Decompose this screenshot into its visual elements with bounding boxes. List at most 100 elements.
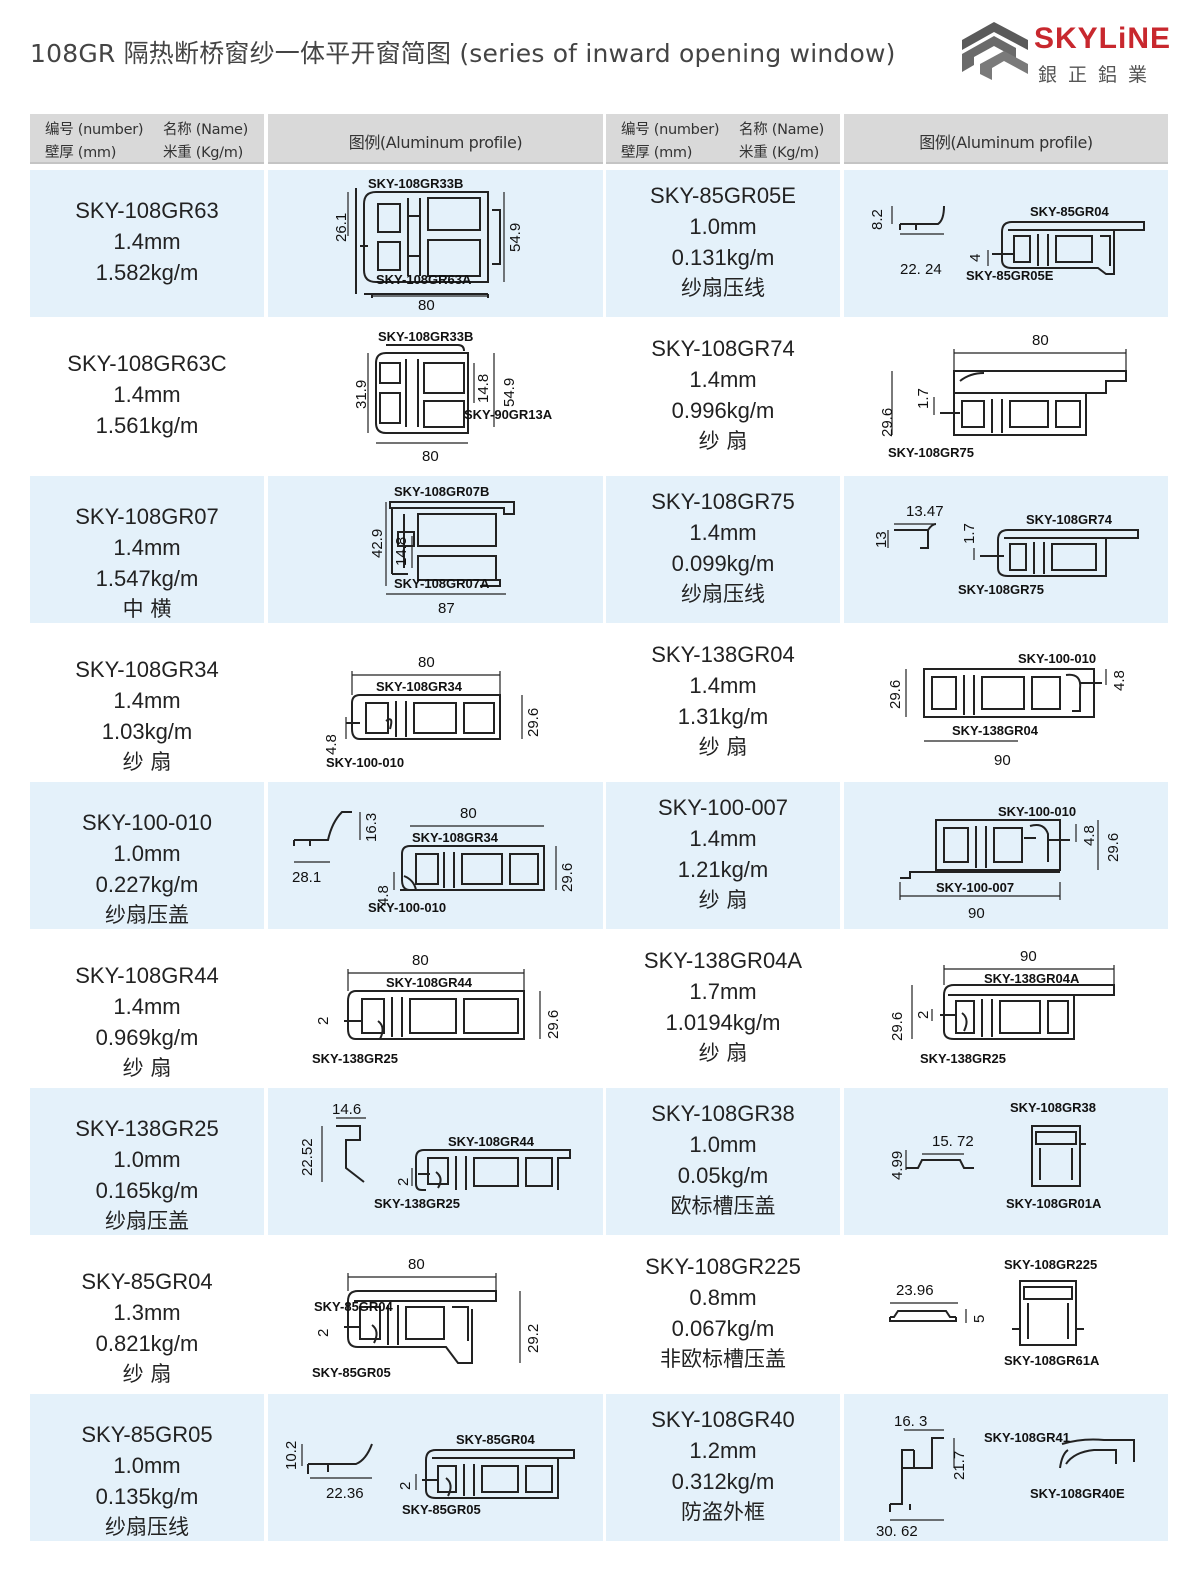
table-row: SKY-138GR25 1.0mm 0.165kg/m 纱扇压盖 14.6 [30,1088,603,1235]
dimension-label: 2 [395,1178,412,1186]
table-header-info: 编号 (number) 壁厚 (mm) 名称 (Name) 米重 (Kg/m) [606,114,840,164]
profile-label: SKY-108GR41 [984,1430,1070,1445]
profile-info: SKY-138GR04A 1.7mm 1.0194kg/m 纱 扇 [606,935,840,1082]
dimension-label: 29.6 [887,680,904,709]
profile-info: SKY-108GR40 1.2mm 0.312kg/m 防盗外框 [606,1394,840,1541]
profile-figure: SKY-108GR07B SKY-108GR07A 42.9 14.8 87 [268,476,603,623]
table-header-figure: 图例(Aluminum profile) [268,114,603,164]
profile-code: SKY-85GR04 [81,1269,213,1294]
profile-thickness: 1.4mm [113,994,181,1019]
profile-label: SKY-108GR44 [448,1134,535,1149]
dimension-label: 4.8 [375,885,392,906]
profile-info: SKY-108GR07 1.4mm 1.547kg/m 中 横 [30,476,264,623]
profile-drawing: 16. 3 SKY-108GR41 21.7 SKY-108GR40E 30. … [876,1413,1135,1540]
header-thickness: 壁厚 (mm) [45,145,117,161]
profile-figure: 90 SKY-138GR04A 29.6 2 SKY-138GR25 [844,935,1168,1082]
profile-thickness: 1.3mm [113,1300,181,1325]
dimension-label: 80 [418,654,435,671]
profile-name: 纱 扇 [698,1041,748,1065]
profile-info: SKY-108GR75 1.4mm 0.099kg/m 纱扇压线 [606,476,840,623]
profile-drawing: 80 SKY-108GR44 2 29.6 SKY-138GR25 [312,952,562,1066]
profile-label: SKY-108GR40E [1030,1486,1125,1501]
profile-label: SKY-108GR07A [394,576,490,591]
dimension-label: 14.8 [475,374,492,403]
dimension-label: 16.3 [363,813,380,842]
profile-name: 纱 扇 [698,429,748,453]
profile-code: SKY-108GR44 [75,963,219,988]
table-row: SKY-108GR225 0.8mm 0.067kg/m 非欧标槽压盖 SKY-… [606,1241,1168,1388]
table-row: SKY-108GR74 1.4mm 0.996kg/m 纱 扇 80 1.7 [606,323,1168,470]
profile-drawing: 13.47 13 SKY-108GR74 1.7 SKY-108GR75 [873,503,1139,597]
profile-table-right: 编号 (number) 壁厚 (mm) 名称 (Name) 米重 (Kg/m) … [606,114,1168,1541]
profile-label: SKY-138GR25 [312,1051,398,1066]
dimension-label: 2 [315,1017,332,1025]
table-row: SKY-108GR34 1.4mm 1.03kg/m 纱 扇 80 SKY-10… [30,629,603,776]
profile-label: SKY-100-010 [326,755,404,770]
profile-label: SKY-108GR225 [1004,1257,1097,1272]
profile-label: SKY-138GR25 [920,1051,1006,1066]
profile-code: SKY-108GR225 [645,1254,801,1279]
dimension-label: 13 [873,531,890,548]
profile-info: SKY-108GR74 1.4mm 0.996kg/m 纱 扇 [606,323,840,470]
profile-weight: 0.067kg/m [671,1316,775,1341]
profile-label: SKY-138GR25 [374,1196,460,1211]
dimension-label: 21.7 [951,1451,968,1480]
profile-name: 防盗外框 [681,1500,765,1524]
profile-thickness: 1.4mm [113,229,181,254]
profile-weight: 1.31kg/m [677,704,769,729]
profile-code: SKY-108GR07 [75,504,219,529]
dimension-label: 90 [994,752,1011,769]
dimension-label: 80 [412,952,429,969]
brand-chinese-name: 銀正鋁業 [1038,64,1159,86]
profile-name: 纱扇压线 [681,276,765,300]
table-row: SKY-138GR04A 1.7mm 1.0194kg/m 纱 扇 90 SKY… [606,935,1168,1082]
profile-drawing: SKY-108GR33B SKY-90GR13A 31.9 14.8 54.9 … [353,329,553,465]
header-name: 名称 (Name) [163,122,249,138]
profile-thickness: 1.0mm [689,214,757,239]
dimension-label: 80 [408,1256,425,1273]
profile-thickness: 1.4mm [689,673,757,698]
table-row: SKY-108GR07 1.4mm 1.547kg/m 中 横 SKY-108G… [30,476,603,623]
profile-code: SKY-138GR04A [643,948,803,973]
profile-figure: 80 1.7 29.6 SKY-108GR75 [844,323,1168,470]
profile-weight: 0.099kg/m [671,551,775,576]
profile-label: SKY-108GR33B [368,176,463,191]
dimension-label: 80 [460,805,477,822]
profile-drawing: 10.2 SKY-85GR04 22.36 2 SKY-85GR05 [283,1432,575,1517]
table-row: SKY-108GR75 1.4mm 0.099kg/m 纱扇压线 13.47 [606,476,1168,623]
profile-thickness: 1.4mm [689,826,757,851]
profile-figure: 80 SKY-108GR34 29.6 4.8 SKY-100-010 [268,629,603,776]
profile-label: SKY-85GR05 [402,1502,481,1517]
table-row: SKY-85GR04 1.3mm 0.821kg/m 纱 扇 80 SKY-85… [30,1241,603,1388]
profile-thickness: 0.8mm [689,1285,757,1310]
profile-name: 纱 扇 [122,750,172,774]
dimension-label: 30. 62 [876,1523,918,1540]
profile-weight: 0.821kg/m [95,1331,199,1356]
dimension-label: 4.99 [889,1151,906,1180]
profile-figure: 8.2 SKY-85GR04 22. 24 4 SKY-85GR05E [844,170,1168,317]
profile-weight: 1.582kg/m [95,260,199,285]
profile-drawing: SKY-108GR225 23.96 5 SKY-108GR61A [889,1257,1100,1368]
dimension-label: 15. 72 [932,1133,974,1150]
dimension-label: 54.9 [501,378,518,407]
dimension-label: 2 [397,1482,414,1490]
dimension-label: 14.6 [332,1101,361,1118]
header-number: 编号 (number) [45,122,144,138]
profile-figure: 14.6 SKY-108GR44 22.52 2 SKY-138GR25 [268,1088,603,1235]
profile-name: 纱 扇 [122,1056,172,1080]
profile-label: SKY-108GR33B [378,329,473,344]
profile-info: SKY-100-007 1.4mm 1.21kg/m 纱 扇 [606,782,840,929]
profile-weight: 0.131kg/m [671,245,775,270]
profile-weight: 1.561kg/m [95,413,199,438]
profile-figure: SKY-108GR225 23.96 5 SKY-108GR61A [844,1241,1168,1388]
page-title: 108GR 隔热断桥窗纱一体平开窗简图 (series of inward op… [30,39,896,68]
profile-drawing: 16.3 28.1 80 SKY-108GR34 4.8 29.6 SKY-10… [292,805,576,915]
profile-label: SKY-108GR34 [412,830,499,845]
profile-info: SKY-108GR225 0.8mm 0.067kg/m 非欧标槽压盖 [606,1241,840,1388]
profile-label: SKY-85GR04 [314,1299,394,1314]
dimension-label: 4.8 [323,734,340,755]
profile-figure: 80 SKY-85GR04 2 29.2 SKY-85GR05 [268,1241,603,1388]
dimension-label: 2 [915,1011,932,1019]
profile-label: SKY-138GR04 [952,723,1039,738]
profile-info: SKY-108GR34 1.4mm 1.03kg/m 纱 扇 [30,629,264,776]
